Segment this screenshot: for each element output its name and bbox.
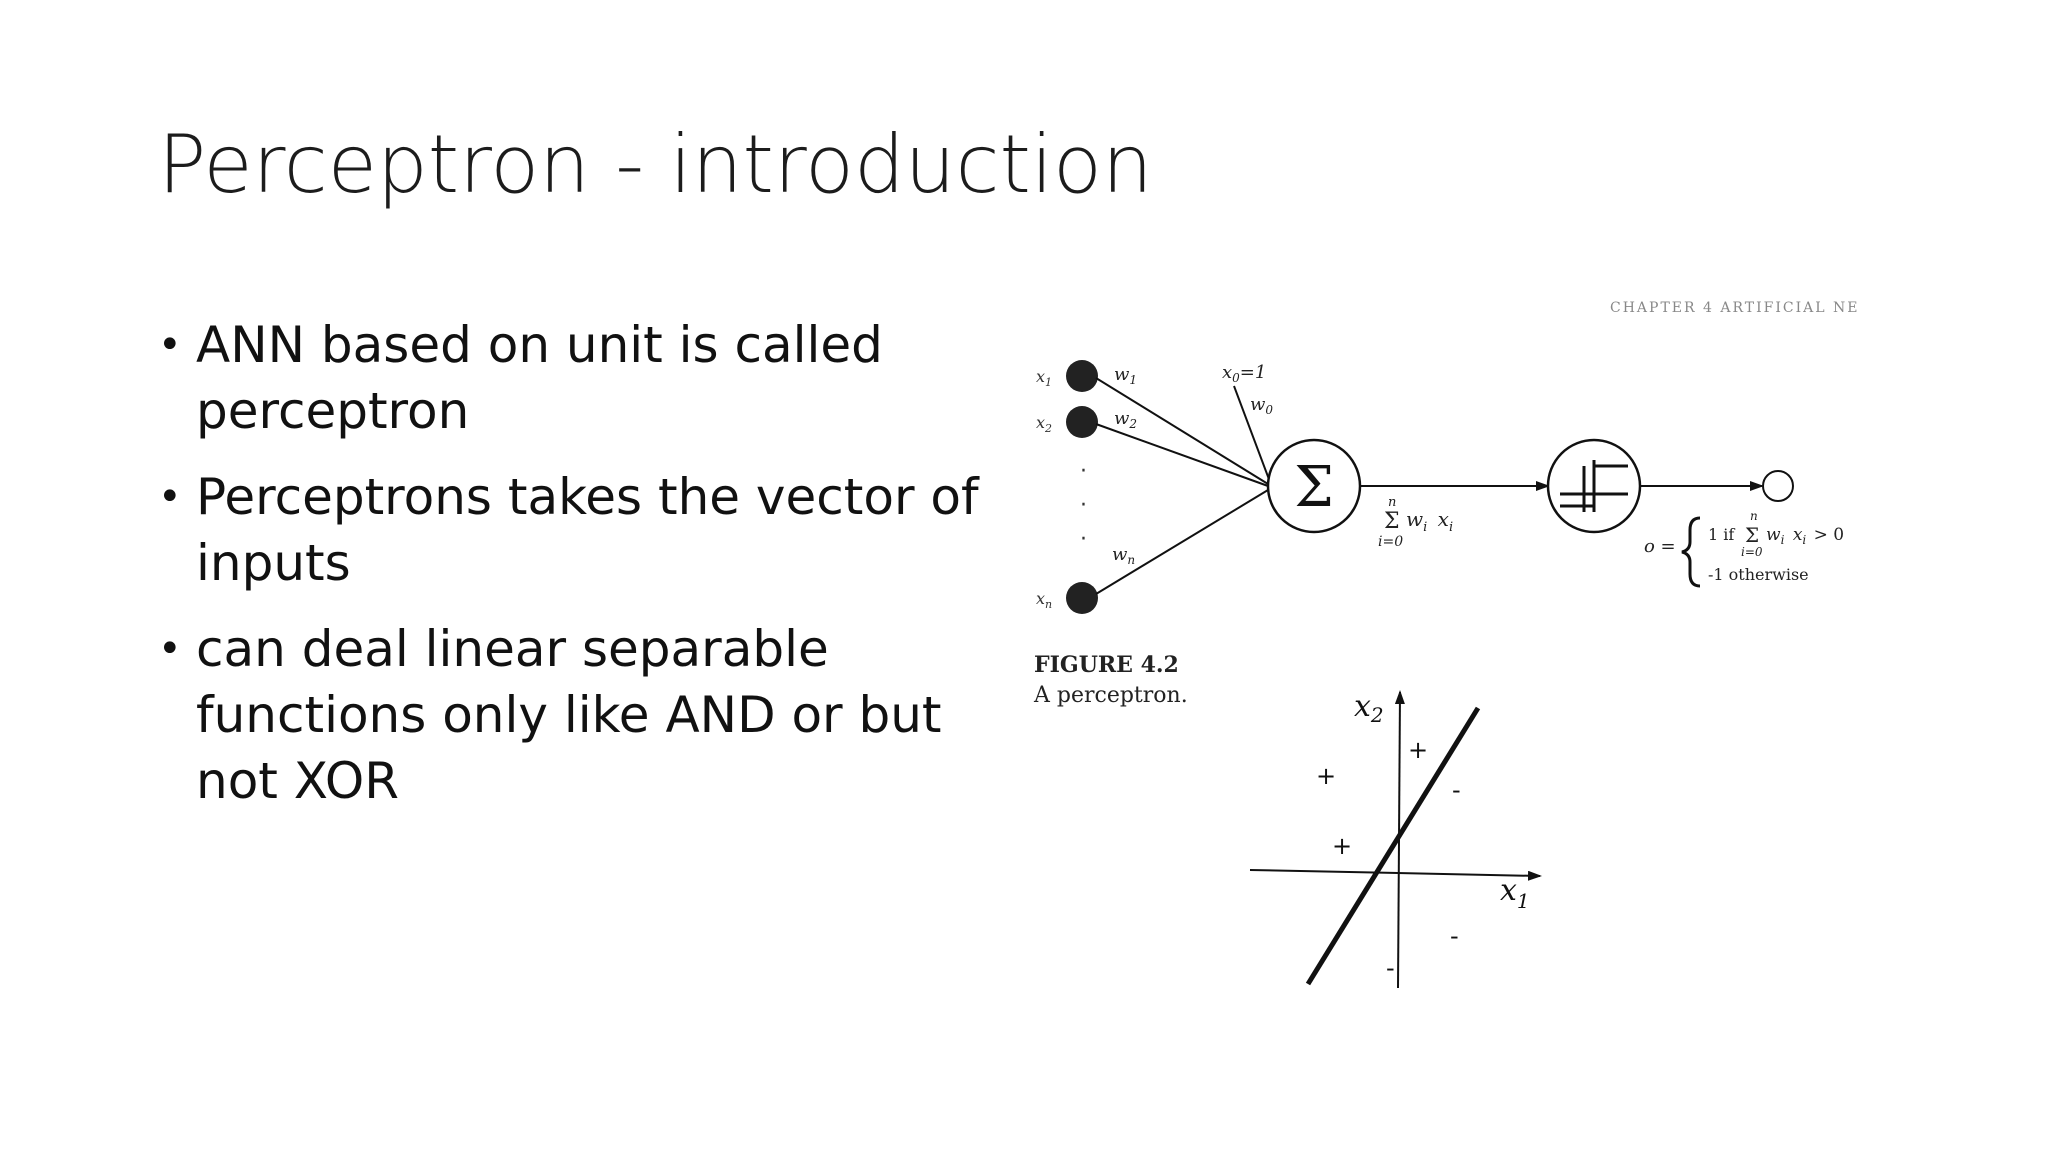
edge-bias bbox=[1233, 385, 1271, 483]
figure-caption-text: A perceptron. bbox=[1033, 683, 1188, 708]
plus-marker: + bbox=[1408, 736, 1428, 764]
output-case1-if: 1 if bbox=[1708, 525, 1735, 544]
perceptron-diagram: CHAPTER 4 ARTIFICIAL NE x1 x2 xn · · · bbox=[1033, 300, 1859, 989]
figure-caption-label: FIGURE 4.2 bbox=[1034, 652, 1179, 678]
sigma-icon: Σ bbox=[1294, 455, 1334, 520]
bullet-dot-icon: • bbox=[158, 474, 182, 520]
input-node-xn bbox=[1066, 582, 1098, 614]
output-case1-body: wi xi > 0 bbox=[1766, 525, 1844, 549]
minus-marker: - bbox=[1452, 776, 1461, 804]
input-node-x1 bbox=[1066, 360, 1098, 392]
decision-boundary-plot: x1 x2 + + + - - - bbox=[1249, 689, 1542, 989]
ellipsis-dot: · bbox=[1080, 493, 1087, 518]
input-label-xn: xn bbox=[1036, 589, 1052, 611]
x1-axis-label: x1 bbox=[1500, 873, 1530, 913]
bullet-text: ANN based on unit is called perceptron bbox=[196, 316, 883, 440]
bias-label: x0=1 bbox=[1222, 362, 1266, 385]
minus-marker: - bbox=[1450, 922, 1459, 950]
x2-axis-label: x2 bbox=[1354, 689, 1384, 727]
bullet-item-1: • ANN based on unit is called perceptron bbox=[158, 312, 998, 444]
sum-expr-top: n bbox=[1388, 495, 1396, 510]
input-node-x2 bbox=[1066, 406, 1098, 438]
bullet-text: Perceptrons takes the vector of inputs bbox=[196, 468, 979, 592]
x1-axis bbox=[1249, 869, 1542, 881]
slide-title: Perceptron - introduction bbox=[158, 118, 1153, 211]
output-case1-bottom: i=0 bbox=[1741, 545, 1763, 559]
edge-x2 bbox=[1095, 423, 1269, 487]
edge-x1 bbox=[1095, 377, 1269, 485]
bullet-item-3: • can deal linear separable functions on… bbox=[158, 616, 998, 814]
perceptron-figure: CHAPTER 4 ARTIFICIAL NE x1 x2 xn · · · bbox=[1010, 300, 1930, 1020]
sum-expr-bottom: i=0 bbox=[1378, 534, 1403, 550]
bullet-item-2: • Perceptrons takes the vector of inputs bbox=[158, 464, 998, 596]
input-label-x2: x2 bbox=[1036, 413, 1052, 435]
minus-marker: - bbox=[1386, 954, 1395, 982]
bullet-dot-icon: • bbox=[158, 322, 182, 368]
sum-expr-body: wi xi bbox=[1406, 507, 1453, 536]
output-case1-top: n bbox=[1750, 509, 1758, 523]
output-node bbox=[1762, 470, 1794, 502]
plus-marker: + bbox=[1332, 832, 1352, 860]
bullet-dot-icon: • bbox=[158, 626, 182, 672]
edge-xn bbox=[1095, 489, 1269, 595]
sum-expr-sigma: Σ bbox=[1384, 509, 1400, 534]
ellipsis-dot: · bbox=[1080, 527, 1087, 552]
output-case1-sigma: Σ bbox=[1745, 523, 1759, 547]
input-label-x1: x1 bbox=[1036, 367, 1052, 389]
weight-label-w1: w1 bbox=[1114, 364, 1137, 387]
figure-header-text: CHAPTER 4 ARTIFICIAL NE bbox=[1610, 300, 1859, 316]
weight-label-w0: w0 bbox=[1250, 394, 1273, 417]
step-function-icon bbox=[1560, 460, 1628, 512]
output-expr-lhs: o = bbox=[1644, 536, 1676, 557]
output-case2: -1 otherwise bbox=[1708, 565, 1809, 584]
bullet-text: can deal linear separable functions only… bbox=[196, 620, 942, 810]
brace-icon bbox=[1681, 516, 1701, 588]
bullet-list: • ANN based on unit is called perceptron… bbox=[158, 312, 998, 834]
weight-label-w2: w2 bbox=[1114, 408, 1137, 431]
separating-line bbox=[1305, 706, 1481, 986]
plus-marker: + bbox=[1316, 762, 1336, 790]
ellipsis-dot: · bbox=[1080, 459, 1087, 484]
weight-label-wn: wn bbox=[1112, 544, 1135, 567]
